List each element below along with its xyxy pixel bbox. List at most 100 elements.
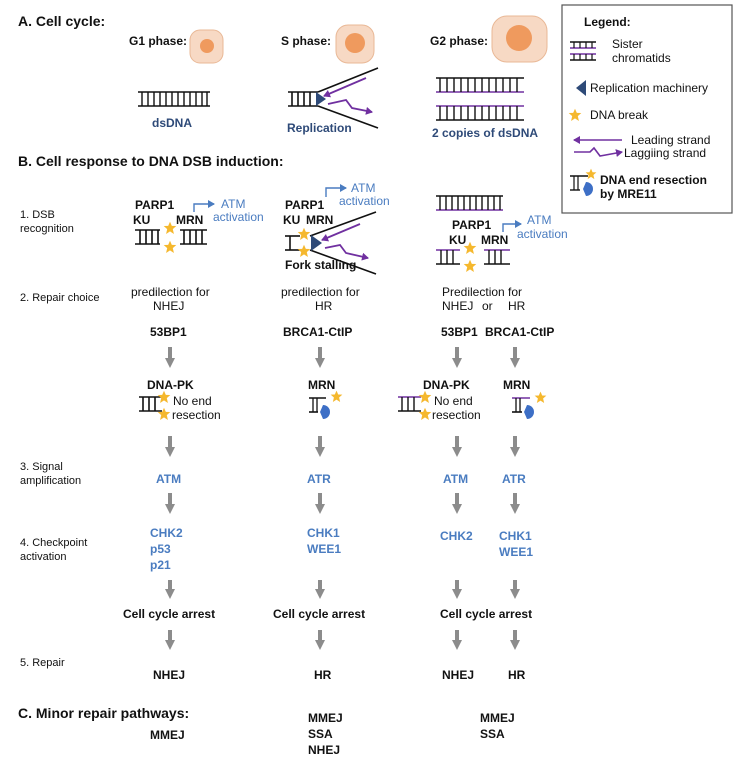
g2-phase-label: G2 phase: — [430, 34, 488, 48]
c2-atr-amp: ATR — [307, 472, 331, 486]
c3-predilection: Predilection for — [442, 285, 522, 299]
c3-arrest: Cell cycle arrest — [440, 607, 532, 621]
c3-resection: resection — [432, 408, 481, 422]
step-1-line1: 1. DSB — [20, 209, 55, 221]
g2-two-dsdna-icon — [436, 77, 524, 121]
c1-mrn: MRN — [176, 213, 203, 227]
lagging-strand-icon — [574, 146, 623, 158]
c2-break-star-top — [297, 227, 311, 240]
c1-parp1: PARP1 — [135, 198, 174, 212]
legend-resection-2: by MRE11 — [600, 187, 657, 201]
c3-end-star-bottom — [418, 407, 432, 420]
step-4-line1: 4. Checkpoint — [20, 537, 87, 549]
c2-predilection: predilection for — [281, 285, 360, 299]
legend-replication: Replication machinery — [590, 81, 708, 95]
sister-chromatids-icon — [570, 41, 596, 61]
c3-sister-dsdna-icon — [436, 195, 503, 211]
c3-chk2: CHK2 — [440, 529, 473, 543]
c2-stalled-fork-icon — [285, 211, 377, 275]
s-lagging-strand — [327, 98, 373, 115]
s-replication-label: Replication — [287, 121, 352, 135]
c3-wee1: WEE1 — [499, 545, 533, 559]
s-cell-icon — [335, 24, 375, 64]
c3-parp1: PARP1 — [452, 218, 491, 232]
section-b-title: B. Cell response to DNA DSB induction: — [18, 153, 284, 169]
grey-arrows-row5 — [165, 630, 520, 650]
legend: Legend: Sister chromatids Replication ma… — [561, 4, 733, 214]
legend-leading: Leading strand — [631, 133, 710, 147]
c1-atm-label: ATM — [221, 197, 245, 211]
c1-predilection: predilection for — [131, 285, 210, 299]
c3-atm-label: ATM — [527, 213, 551, 227]
c3-minor-mmej: MMEJ — [480, 711, 515, 725]
c3-minor-ssa: SSA — [480, 727, 505, 741]
c3-break-star-bottom — [463, 259, 477, 272]
c2-leading-strand — [321, 223, 361, 242]
c3-predilection-hr: HR — [508, 299, 526, 313]
c1-p53: p53 — [150, 542, 171, 556]
c3-ku: KU — [449, 233, 466, 247]
g2-label: 2 copies of dsDNA — [432, 126, 538, 140]
legend-break: DNA break — [590, 108, 649, 122]
c3-53bp1: 53BP1 — [441, 325, 478, 339]
c2-predilection-hr: HR — [315, 299, 333, 313]
c2-wee1: WEE1 — [307, 542, 341, 556]
c2-mrn: MRN — [306, 213, 333, 227]
grey-arrows-row3 — [165, 493, 520, 514]
c2-chk1: CHK1 — [307, 526, 340, 540]
c2-mrn-kinase: MRN — [308, 378, 335, 392]
c2-activation-arrow — [325, 184, 347, 197]
c2-lagging-strand — [324, 244, 369, 261]
c3-chk1: CHK1 — [499, 529, 532, 543]
c3-repair-nhej: NHEJ — [442, 668, 474, 682]
c2-brca1-ctip: BRCA1-CtIP — [283, 325, 352, 339]
s-phase-label: S phase: — [281, 34, 331, 48]
c1-repair-nhej: NHEJ — [153, 668, 185, 682]
legend-title: Legend: — [584, 15, 631, 29]
c1-dna-end-icon — [139, 396, 162, 412]
c3-activation-arrow — [502, 220, 522, 232]
c2-replication-machinery-icon — [311, 235, 322, 251]
c1-arrest: Cell cycle arrest — [123, 607, 215, 621]
c1-chk2: CHK2 — [150, 526, 183, 540]
c2-mre11-resection-icon — [309, 390, 343, 419]
step-4-line2: activation — [20, 551, 66, 563]
replication-machinery-icon — [576, 80, 586, 96]
s-leading-strand — [323, 77, 367, 98]
c1-resection: resection — [172, 408, 221, 422]
c2-minor-mmej: MMEJ — [308, 711, 343, 725]
c1-end-star-bottom — [157, 407, 171, 420]
c1-dna-pk: DNA-PK — [147, 378, 194, 392]
c2-parp1: PARP1 — [285, 198, 324, 212]
c3-repair-hr: HR — [508, 668, 526, 682]
c2-activation-label: activation — [339, 194, 390, 208]
step-5-label: 5. Repair — [20, 657, 65, 669]
c2-minor-nhej: NHEJ — [308, 743, 340, 757]
c3-mrn: MRN — [481, 233, 508, 247]
c3-brca1-ctip: BRCA1-CtIP — [485, 325, 554, 339]
c1-p21: p21 — [150, 558, 171, 572]
step-3-line1: 3. Signal — [20, 461, 63, 473]
g1-cell-icon — [189, 29, 224, 64]
c1-minor-mmej: MMEJ — [150, 728, 185, 742]
mre11-resection-icon — [570, 168, 597, 196]
s-replication-machinery-icon — [316, 92, 326, 106]
c2-fork-stalling: Fork stalling — [285, 258, 356, 272]
g1-phase-label: G1 phase: — [129, 34, 187, 48]
c2-atm-label: ATM — [351, 181, 375, 195]
section-a-title: A. Cell cycle: — [18, 13, 105, 29]
step-3-line2: amplification — [20, 475, 81, 487]
c1-53bp1: 53BP1 — [150, 325, 187, 339]
step-2-label: 2. Repair choice — [20, 292, 100, 304]
c3-no-end: No end — [434, 394, 473, 408]
c1-predilection-nhej: NHEJ — [153, 299, 184, 313]
g2-cell-icon — [491, 15, 548, 63]
c1-atm-amp: ATM — [156, 472, 181, 486]
c1-break-star-bottom — [163, 240, 177, 253]
c3-mre11-resection-icon — [512, 391, 547, 419]
c3-dna-pk: DNA-PK — [423, 378, 470, 392]
c2-ku: KU — [283, 213, 300, 227]
legend-sister-1: Sister — [612, 37, 643, 51]
c2-minor-ssa: SSA — [308, 727, 333, 741]
section-c-title: C. Minor repair pathways: — [18, 705, 189, 721]
